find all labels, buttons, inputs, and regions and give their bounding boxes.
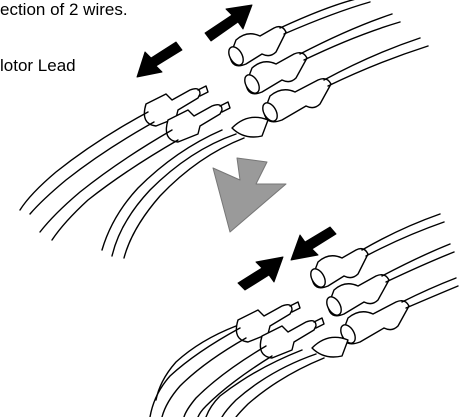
pull-apart-arrow-icon — [136, 41, 183, 78]
female-connectors-top — [101, 0, 429, 259]
female-connector — [228, 0, 371, 67]
caption-text: ection of 2 wires. — [0, 0, 128, 19]
male-connector — [165, 101, 231, 143]
male-connectors-top — [19, 85, 231, 241]
male-connector — [143, 85, 209, 127]
push-together-arrow-icon — [237, 256, 284, 291]
female-connector — [340, 277, 459, 345]
male-connectors-bottom — [149, 301, 325, 417]
male-connector — [235, 301, 301, 343]
female-connector — [310, 213, 445, 289]
male-connector — [259, 317, 325, 359]
push-together-arrow-icon — [290, 226, 337, 261]
female-connectors-bottom — [205, 213, 459, 417]
female-connector — [244, 13, 401, 95]
female-connector — [326, 243, 455, 317]
female-connector — [262, 37, 429, 123]
pull-apart-arrow-icon — [204, 4, 253, 42]
down-arrow-icon — [212, 157, 287, 233]
motor-lead-label: lotor Lead — [0, 56, 76, 75]
